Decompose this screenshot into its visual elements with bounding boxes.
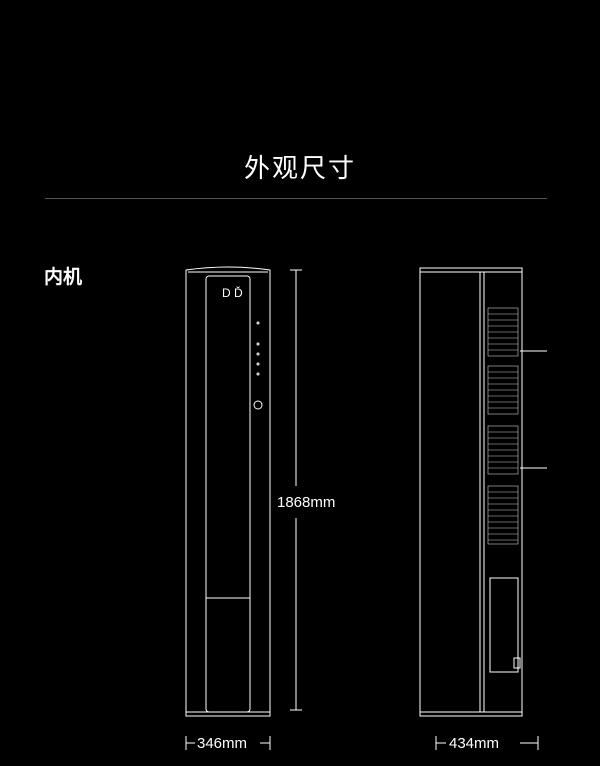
front-width-dimension-line bbox=[185, 736, 271, 750]
control-dot bbox=[256, 352, 260, 356]
side-depth-dimension-line bbox=[435, 736, 539, 750]
vent-grille bbox=[487, 485, 519, 545]
height-dimension-line bbox=[290, 269, 302, 711]
section-label-indoor-unit: 内机 bbox=[44, 266, 83, 288]
page-title: 外观尺寸 bbox=[243, 154, 356, 184]
front-logo: D Ď bbox=[222, 285, 243, 300]
side-depth-label: 434mm bbox=[449, 735, 499, 752]
power-knob bbox=[253, 400, 263, 410]
height-label: 1868mm bbox=[277, 494, 335, 511]
title-divider bbox=[45, 198, 547, 199]
front-width-label: 346mm bbox=[197, 735, 247, 752]
control-dot bbox=[256, 321, 260, 325]
control-dot bbox=[256, 362, 260, 366]
front-view-unit bbox=[185, 266, 271, 717]
side-view-unit bbox=[419, 267, 547, 717]
control-dot bbox=[256, 372, 260, 376]
control-dot bbox=[256, 342, 260, 346]
